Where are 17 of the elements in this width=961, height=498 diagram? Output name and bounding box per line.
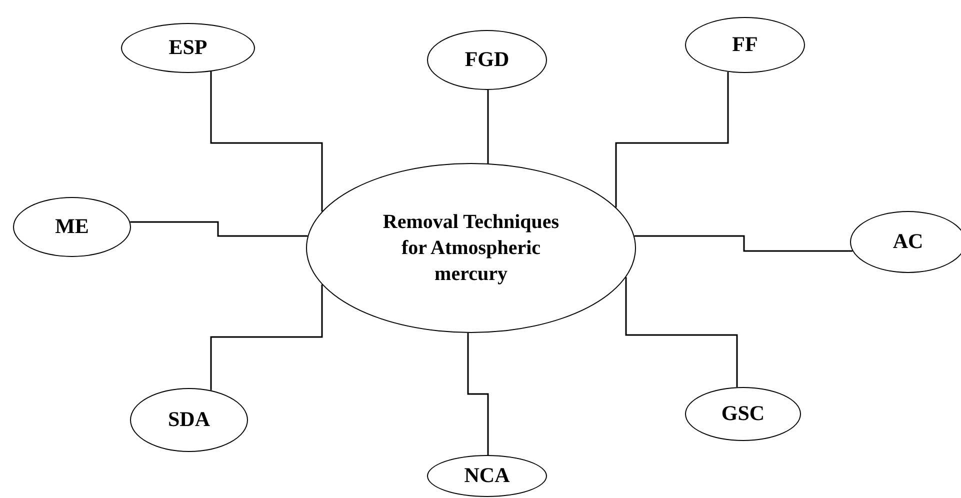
node-label: FGD xyxy=(464,46,510,74)
connector-line xyxy=(210,284,323,390)
connector-line xyxy=(467,332,489,455)
connector-line xyxy=(210,71,323,212)
connector-line xyxy=(625,277,738,388)
node-label: ESP xyxy=(168,34,208,62)
node-label: AC xyxy=(892,228,924,256)
node-label: Removal Techniques for Atmospheric mercury xyxy=(382,210,560,287)
node-label: NCA xyxy=(464,462,510,490)
node-label: ME xyxy=(55,213,89,240)
node-label: SDA xyxy=(168,406,210,434)
node-label: FF xyxy=(732,31,758,58)
connector-line xyxy=(615,72,729,208)
connector-line xyxy=(130,221,308,237)
node-label: GSC xyxy=(721,400,765,428)
connector-line xyxy=(634,235,852,252)
connector-line xyxy=(487,90,489,164)
